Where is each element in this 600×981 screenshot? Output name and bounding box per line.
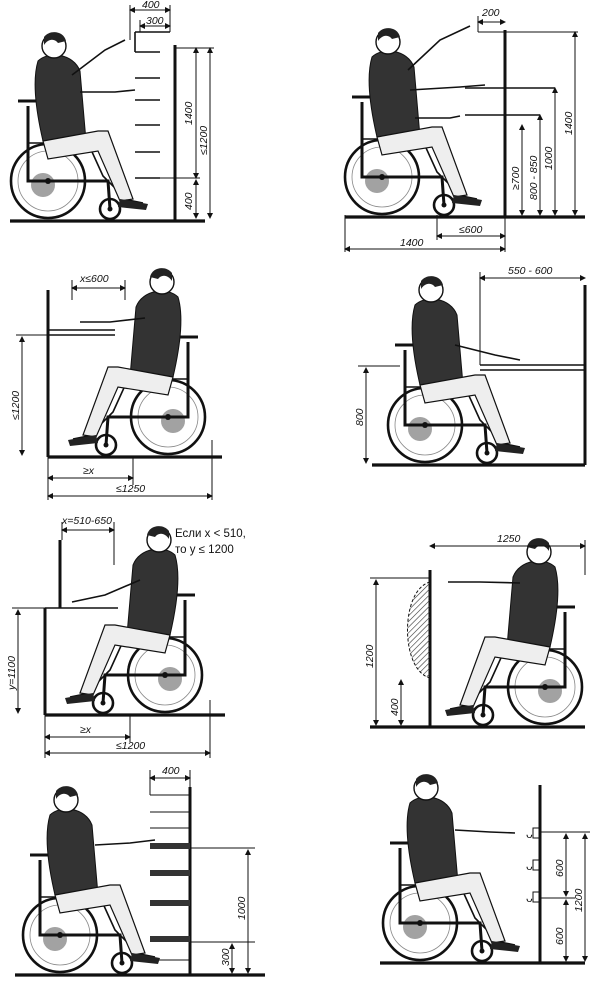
dim-2: ≤1200 [10,391,22,420]
dim-3: 300 [220,948,232,966]
dim-4: ≤1250 [116,483,145,495]
panel-5: x=510-650 Если x < 510, то y ≤ 1200 y=11… [6,515,246,758]
dim-1: 200 [481,7,500,19]
dim-5: 400 [183,192,195,210]
dim-2: 1200 [573,888,585,912]
dim-2: 300 [146,15,164,27]
dim-1: x=510-650 [61,515,112,527]
dim-1: 550 - 600 [508,265,553,277]
dim-3: ≥x [83,465,95,477]
shelves [150,794,190,961]
dim-1: 400 [162,765,180,777]
dim-4: ≤1200 [198,126,210,155]
panel-1: 400 300 1400 ≤1200 400 [9,0,214,223]
dim-4: ≤1200 [116,740,145,752]
dim-2: 1000 [236,896,248,920]
panel-7: 400 1000 300 [15,765,265,977]
dim-3: ≥x [80,724,92,736]
note-line-2: то y ≤ 1200 [175,544,234,556]
dim-2: 800 [354,408,366,426]
note-line-1: Если x < 510, [175,528,246,540]
dim-1: 400 [142,0,160,11]
panel-2: 200 ≥700 800 - 850 1000 1400 ≤600 1400 [343,7,585,252]
svg-text:ᴗ: ᴗ [526,827,533,841]
panel-4: 550 - 600 800 [354,265,587,467]
dim-3: 600 [554,927,566,945]
dim-3: ≥700 [510,167,522,190]
switches: ᴗ ᴗ ᴗ [526,827,541,905]
dim-6: 1400 [563,111,575,135]
dim-2: 1200 [364,644,376,668]
dim-3: 400 [389,698,401,716]
shelves [134,31,170,179]
panel-8: ᴗ ᴗ ᴗ 600 600 1200 [380,772,590,965]
dim-1: 1250 [497,533,521,545]
panel-6: 1250 1200 400 [364,533,586,729]
panel-3: x≤600 ≤1200 ≥x ≤1250 [10,268,222,500]
dim-2: 1400 [400,237,424,249]
dim-2: y=1100 [6,656,18,691]
svg-text:ᴗ: ᴗ [526,891,533,905]
dim-7: ≤600 [459,224,482,236]
svg-text:ᴗ: ᴗ [526,859,533,873]
dim-5: 1000 [543,146,555,170]
dim-4: 800 - 850 [528,155,540,200]
dim-3: 1400 [183,101,195,125]
dim-1: x≤600 [79,273,109,285]
dim-1: 600 [554,859,566,877]
reach-zone [407,581,431,679]
